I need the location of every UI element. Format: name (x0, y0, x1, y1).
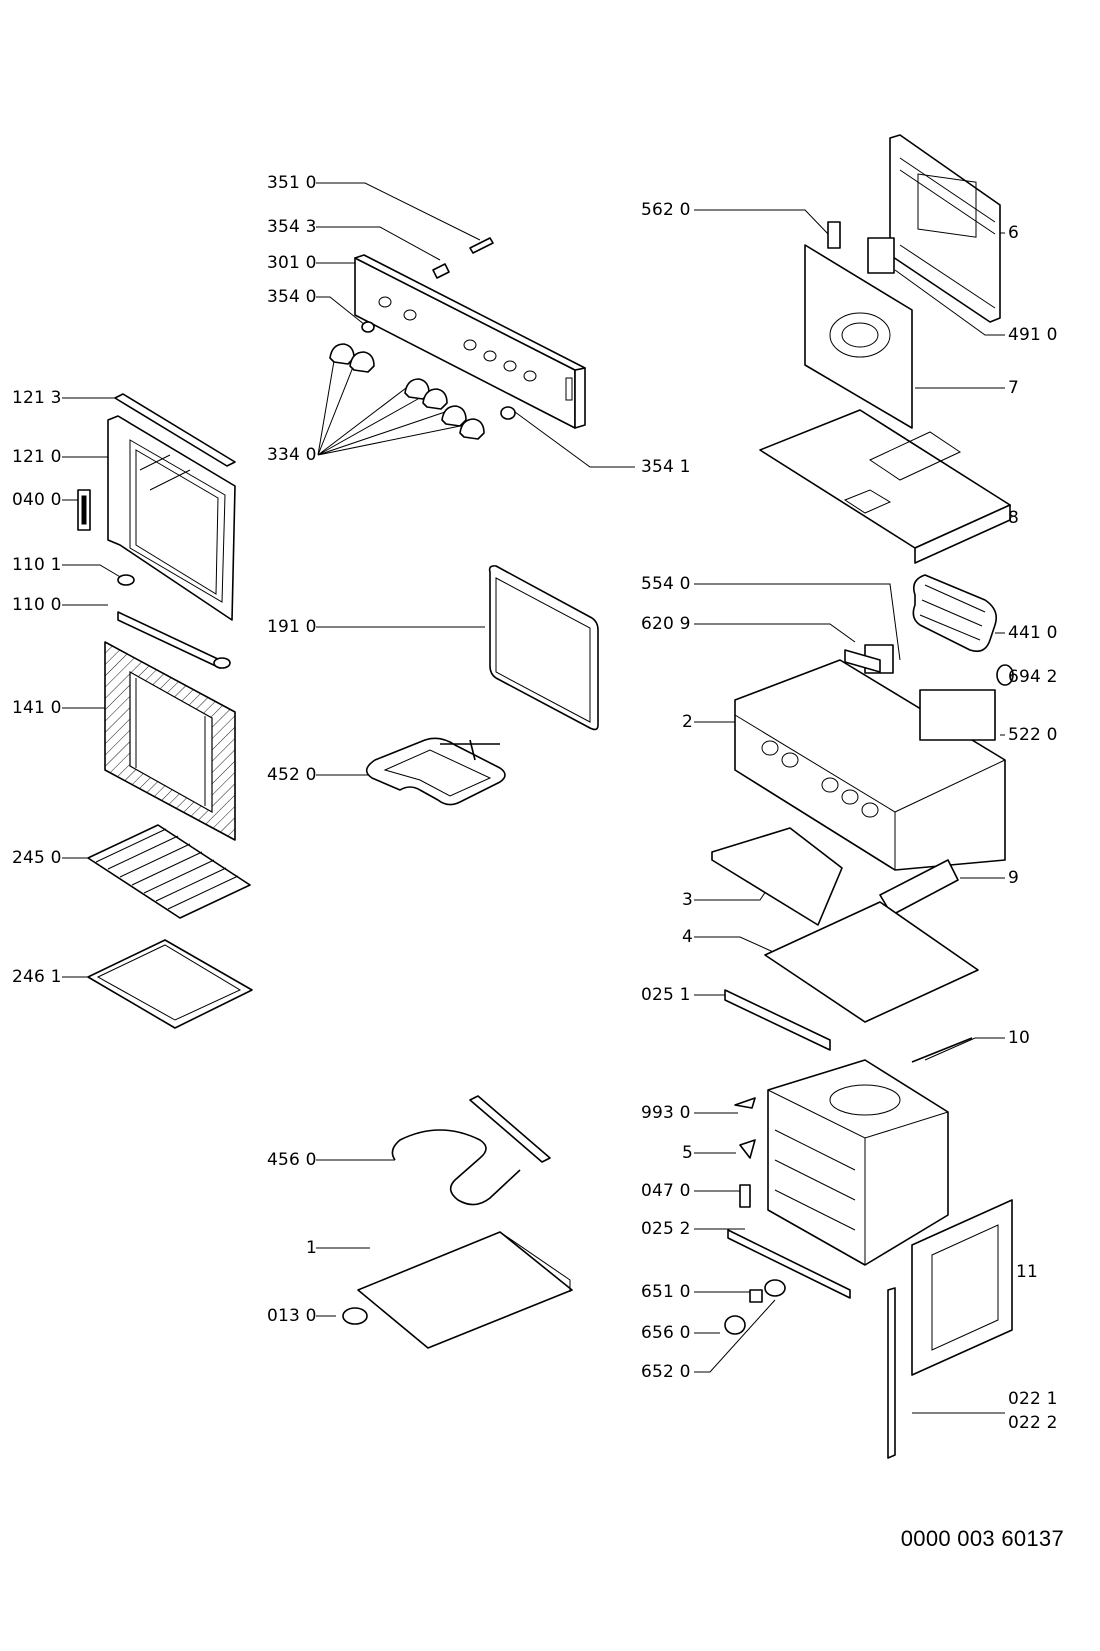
callout-3540: 354 0 (267, 287, 317, 307)
callout-6520: 652 0 (641, 1362, 691, 1382)
control-housing (734, 644, 1006, 871)
knobs (329, 343, 485, 440)
callout-6: 6 (1008, 223, 1020, 243)
callout-4520: 452 0 (267, 765, 317, 785)
callout-1: 1 (306, 1238, 318, 1258)
door-assembly (77, 393, 236, 669)
callout-0251: 025 1 (641, 985, 691, 1005)
leader-lines (62, 182, 1012, 1414)
callout-0400: 040 0 (12, 490, 62, 510)
callout-6510: 651 0 (641, 1282, 691, 1302)
callout-4910: 491 0 (1008, 325, 1058, 345)
callout-2: 2 (682, 712, 694, 732)
callout-11: 11 (1016, 1262, 1039, 1282)
callout-6942: 694 2 (1008, 667, 1058, 687)
side-frame (887, 1199, 1013, 1459)
callout-1210: 121 0 (12, 447, 62, 467)
callout-1100: 110 0 (12, 595, 62, 615)
pin-parts (361, 237, 516, 420)
callout-3541: 354 1 (641, 457, 691, 477)
bottom-plate (342, 1231, 573, 1349)
back-cover (889, 134, 1001, 323)
control-panel (354, 254, 586, 429)
inner-door-glass (104, 641, 236, 841)
baking-tray (87, 939, 253, 1029)
callout-1101: 110 1 (12, 555, 62, 575)
callout-3010: 301 0 (267, 253, 317, 273)
callout-5: 5 (682, 1143, 694, 1163)
heating-element-bottom (391, 1095, 551, 1206)
document-number: 0000 003 60137 (900, 1526, 1064, 1551)
callout-3: 3 (682, 890, 694, 910)
callout-3340: 334 0 (267, 445, 317, 465)
top-panel (759, 409, 1011, 564)
brackets (711, 827, 959, 926)
callout-4410: 441 0 (1008, 623, 1058, 643)
callout-3543: 354 3 (267, 217, 317, 237)
lamp-parts (724, 1279, 786, 1335)
callout-0470: 047 0 (641, 1181, 691, 1201)
heating-element-top (365, 737, 506, 806)
callout-5540: 554 0 (641, 574, 691, 594)
cavity-top-plate (724, 901, 979, 1063)
callout-10: 10 (1008, 1028, 1031, 1048)
callout-0221: 022 1 (1008, 1389, 1058, 1409)
wire-shelf (87, 824, 251, 919)
callout-0252: 025 2 (641, 1219, 691, 1239)
callout-5620: 562 0 (641, 200, 691, 220)
callout-1910: 191 0 (267, 617, 317, 637)
callout-6560: 656 0 (641, 1323, 691, 1343)
callout-8: 8 (1008, 508, 1020, 528)
rear-panel (804, 221, 913, 429)
fan-motor (912, 574, 1014, 686)
callout-9: 9 (1008, 868, 1020, 888)
callout-9930: 993 0 (641, 1103, 691, 1123)
callout-1410: 141 0 (12, 698, 62, 718)
callout-4560: 456 0 (267, 1150, 317, 1170)
callout-0222: 022 2 (1008, 1413, 1058, 1433)
callout-1213: 121 3 (12, 388, 62, 408)
callout-2461: 246 1 (12, 967, 62, 987)
callout-2450: 245 0 (12, 848, 62, 868)
callout-3510: 351 0 (267, 173, 317, 193)
door-seal (488, 565, 599, 731)
callout-4: 4 (682, 927, 694, 947)
callout-5220: 522 0 (1008, 725, 1058, 745)
oven-cavity (727, 1059, 949, 1299)
callout-6209: 620 9 (641, 614, 691, 634)
callout-7: 7 (1008, 378, 1020, 398)
callout-0130: 013 0 (267, 1306, 317, 1326)
